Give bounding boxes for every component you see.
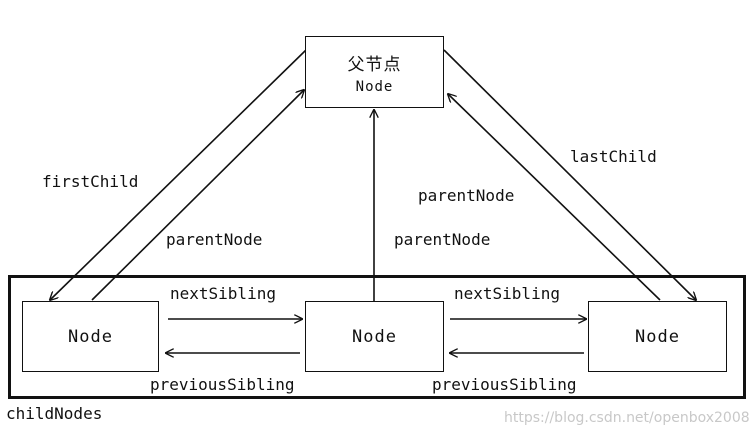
parent-node-arrow-left	[91, 90, 304, 301]
child-node-2: Node	[305, 301, 444, 372]
first-child-label: firstChild	[42, 172, 139, 191]
watermark-text: https://blog.csdn.net/openbox2008	[504, 410, 750, 426]
previous-sibling-label-1: previousSibling	[150, 375, 295, 394]
last-child-label: lastChild	[570, 147, 657, 166]
child-nodes-label: childNodes	[6, 404, 103, 423]
parent-node-arrow-right	[448, 94, 661, 301]
next-sibling-label-2: nextSibling	[454, 284, 560, 303]
child-node-3: Node	[588, 301, 727, 372]
parent-node-title: 父节点	[347, 54, 402, 75]
parent-node-label: Node	[355, 78, 394, 95]
child-node-1: Node	[22, 301, 159, 372]
parent-node-label-right: parentNode	[418, 186, 515, 205]
child-nodes-container	[8, 275, 746, 399]
parent-node-label-middle: parentNode	[394, 230, 491, 249]
first-child-arrow	[50, 49, 307, 300]
parent-node-label-left: parentNode	[166, 230, 263, 249]
previous-sibling-label-2: previousSibling	[432, 375, 577, 394]
parent-node-box: 父节点 Node	[305, 36, 444, 108]
next-sibling-label-1: nextSibling	[170, 284, 276, 303]
last-child-arrow	[443, 49, 696, 300]
